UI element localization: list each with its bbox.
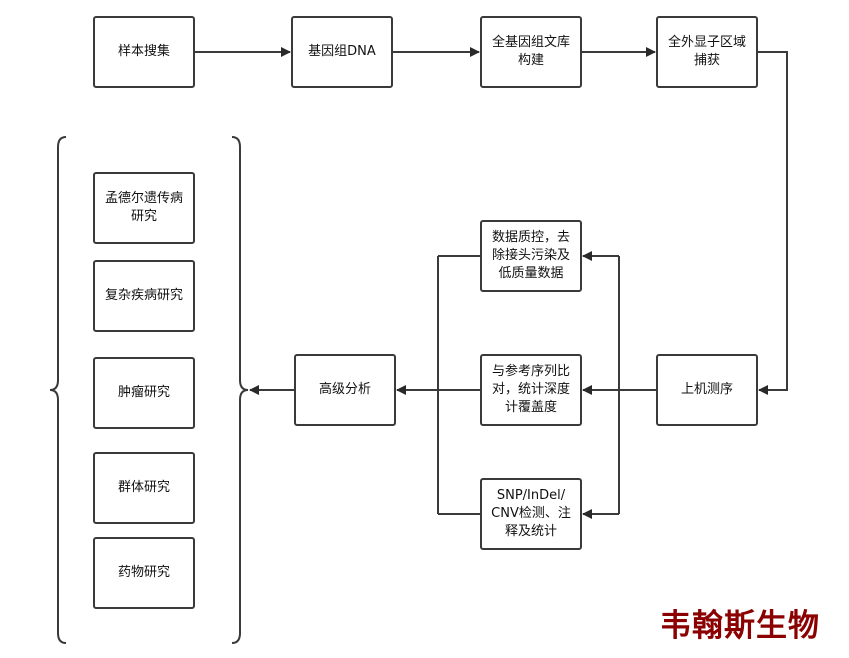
watermark-logo-text: 韦翰斯生物 bbox=[660, 608, 820, 644]
node-population-research: 群体研究 bbox=[93, 452, 195, 524]
node-alignment: 与参考序列比 对，统计深度 计覆盖度 bbox=[480, 354, 582, 426]
node-variant-detection: SNP/InDel/ CNV检测、注 释及统计 bbox=[480, 478, 582, 550]
node-genomic-dna: 基因组DNA bbox=[291, 16, 393, 88]
node-quality-control: 数据质控，去 除接头污染及 低质量数据 bbox=[480, 220, 582, 292]
node-tumor-research: 肿瘤研究 bbox=[93, 357, 195, 429]
right-brace bbox=[231, 136, 249, 644]
arrow-capture-to-sequencing bbox=[757, 51, 788, 395]
node-advanced-analysis: 高级分析 bbox=[294, 354, 396, 426]
node-drug-research: 药物研究 bbox=[93, 537, 195, 609]
node-library-construction: 全基因组文库 构建 bbox=[480, 16, 582, 88]
node-complex-disease-research: 复杂疾病研究 bbox=[93, 260, 195, 332]
node-exome-capture: 全外显子区域 捕获 bbox=[656, 16, 758, 88]
left-brace bbox=[49, 136, 67, 644]
node-sequencing: 上机测序 bbox=[656, 354, 758, 426]
node-sample-collection: 样本搜集 bbox=[93, 16, 195, 88]
node-mendelian-research: 孟德尔遗传病 研究 bbox=[93, 172, 195, 244]
